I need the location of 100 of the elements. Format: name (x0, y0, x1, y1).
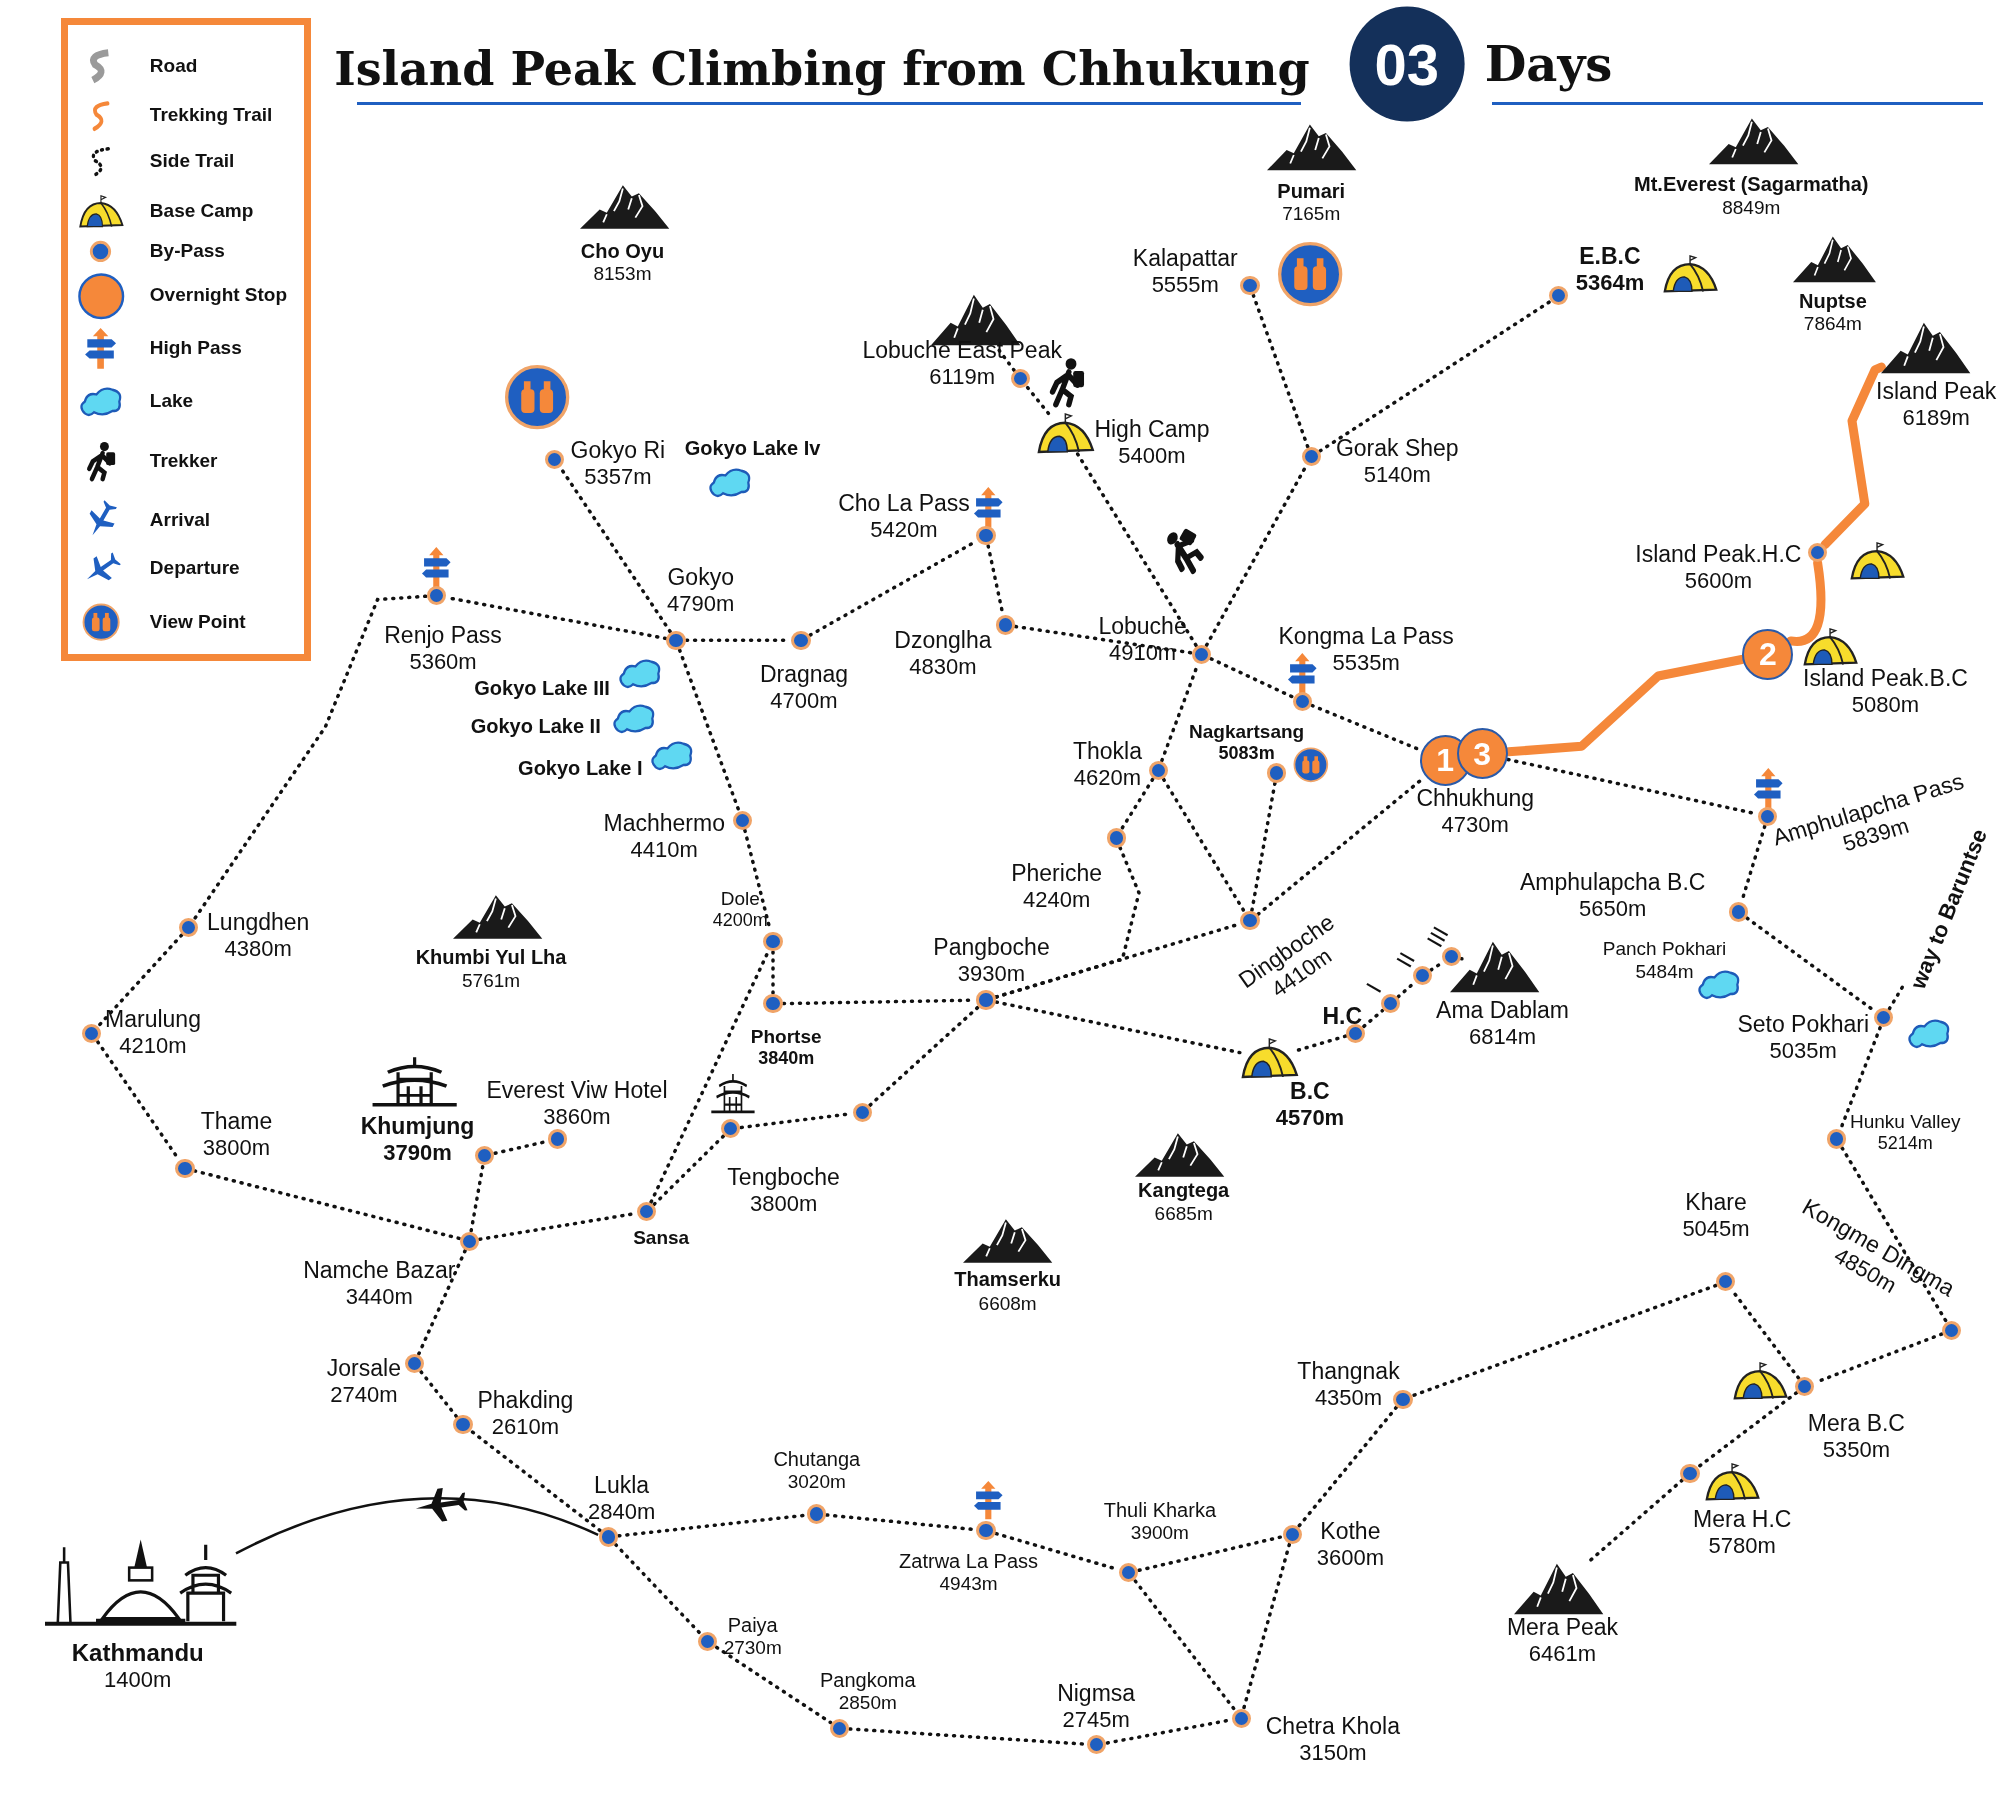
place-name: Ama Dablam (1436, 997, 1569, 1025)
trail-line (1318, 299, 1552, 453)
elevation-label: 3600m (1316, 1545, 1385, 1572)
place-name: E.B.C (1579, 242, 1641, 270)
place-name: Thangnak (1297, 1357, 1400, 1385)
peak-name: Pumari (1277, 179, 1346, 203)
elevation-label: 5035m (1769, 1037, 1837, 1064)
flight-line (235, 1497, 599, 1555)
elevation-label: 5420m (870, 517, 938, 544)
elevation-label: 4910m (1108, 639, 1177, 666)
trail-line (1250, 781, 1277, 913)
place-name: Paiya (727, 1614, 778, 1637)
trail-line (1161, 777, 1247, 914)
trail-line (1696, 1391, 1799, 1469)
elevation-label: 2740m (330, 1382, 398, 1409)
trail-line (97, 933, 184, 1028)
elevation-label: 5140m (1363, 462, 1431, 489)
place-name: Jorsale (326, 1355, 401, 1383)
place-name: Chetra Khola (1265, 1713, 1400, 1741)
map-title: Island Peak Climbing from Chhukung (334, 42, 1310, 97)
elevation-label: 4790m (667, 591, 735, 618)
place-name: Kongma La Pass (1278, 622, 1454, 650)
place-name: Kathmandu (71, 1639, 204, 1667)
trail-line (714, 1645, 833, 1725)
place-name: Amphulapcha B.C (1520, 869, 1706, 897)
elevation-label: 5535m (1332, 649, 1400, 676)
trail-line (192, 594, 428, 921)
elevation-label: 4240m (1022, 887, 1091, 914)
peak-elevation: 6608m (978, 1292, 1037, 1315)
peak-elevation: 8849m (1722, 196, 1781, 219)
peak-elevation: 7165m (1282, 203, 1341, 226)
place-name: Sansa (633, 1227, 690, 1250)
lake-name: 5484m (1635, 960, 1694, 983)
elevation-label: 5780m (1708, 1532, 1776, 1559)
peak-name: Cho Oyu (580, 239, 665, 263)
trail-line (1209, 657, 1295, 699)
elevation-label: 4830m (909, 653, 977, 680)
peak-elevation: 5761m (462, 969, 521, 992)
place-name: Lobuche East Peak (862, 337, 1062, 365)
place-name: Dzonglha (894, 626, 992, 654)
trail-line (469, 1164, 485, 1233)
trail-line (469, 1429, 602, 1533)
trail-line (1251, 293, 1310, 449)
elevation-label: 2850m (838, 1691, 897, 1714)
elevation-label: 4700m (770, 688, 838, 715)
place-name: Hunku Valley (1849, 1111, 1961, 1134)
elevation-label: 3020m (787, 1471, 846, 1494)
elevation-label: 5555m (1151, 272, 1219, 299)
elevation-label: 3840m (758, 1047, 815, 1069)
peak-name: Khumbi Yul Lha (415, 945, 567, 969)
place-name: Machhermo (603, 810, 725, 838)
place-name: Pheriche (1011, 860, 1102, 888)
trail-line (771, 950, 775, 996)
place-name: Thame (200, 1107, 273, 1135)
place-name: II (1391, 947, 1421, 972)
elevation-label: 4350m (1314, 1384, 1383, 1411)
tent-icon (1035, 413, 1095, 455)
place-name: Khumjung (360, 1112, 475, 1140)
place-name: Island Peak.H.C (1635, 541, 1802, 569)
place-name: Tengboche (727, 1163, 840, 1191)
place-name: Gokyo Ri (570, 436, 666, 464)
place-name: Namche Bazar (303, 1256, 456, 1284)
elevation-label: 5650m (1579, 896, 1647, 923)
elevation-label: 5083m (1218, 743, 1275, 765)
trail-line (868, 1005, 980, 1107)
peak-name: Thamserku (954, 1267, 1061, 1291)
peak-name: Nuptse (1799, 289, 1867, 313)
trail-line (1133, 1579, 1237, 1712)
legend-text: Trekking Trail (149, 104, 273, 127)
legend-text: Side Trail (149, 150, 235, 173)
place-name: Everest Viw Hotel (486, 1077, 668, 1104)
place-name: Pangkoma (819, 1668, 916, 1692)
trail-line (994, 1000, 1242, 1055)
place-name: Nigmsa (1057, 1680, 1136, 1708)
trail-line (1075, 452, 1198, 648)
elevation-label: 5360m (409, 648, 477, 675)
place-name: Cho La Pass (838, 490, 970, 518)
trail-line (1137, 1535, 1284, 1573)
legend-text: Road (149, 54, 198, 77)
lake-name: Gokyo Lake I (518, 756, 643, 780)
lake-name: Gokyo Lake Iv (684, 436, 821, 460)
trail-line (558, 466, 672, 634)
trail-line (1242, 1542, 1292, 1710)
place-name: High Camp (1094, 415, 1210, 443)
peak-name: Mt.Everest (Sagarmatha) (1634, 172, 1869, 196)
elevation-label: 4730m (1441, 812, 1509, 839)
place-name: Lukla (594, 1472, 650, 1500)
elevation-label: 2745m (1062, 1707, 1130, 1734)
elevation-label: 3800m (202, 1134, 271, 1161)
trail-line (1025, 385, 1051, 416)
trail-line (613, 1542, 703, 1636)
place-name: Dragnag (759, 661, 849, 689)
elevation-label: 3800m (749, 1190, 818, 1217)
elevation-label: 6814m (1468, 1024, 1537, 1051)
stupa-drawing (44, 1537, 236, 1627)
elevation-label: 3860m (543, 1104, 611, 1130)
place-name: Khare (1685, 1189, 1747, 1217)
elevation-label: 1400m (104, 1667, 172, 1693)
place-name: Lungdhen (207, 908, 310, 936)
elevation-label: 5045m (1682, 1216, 1750, 1243)
